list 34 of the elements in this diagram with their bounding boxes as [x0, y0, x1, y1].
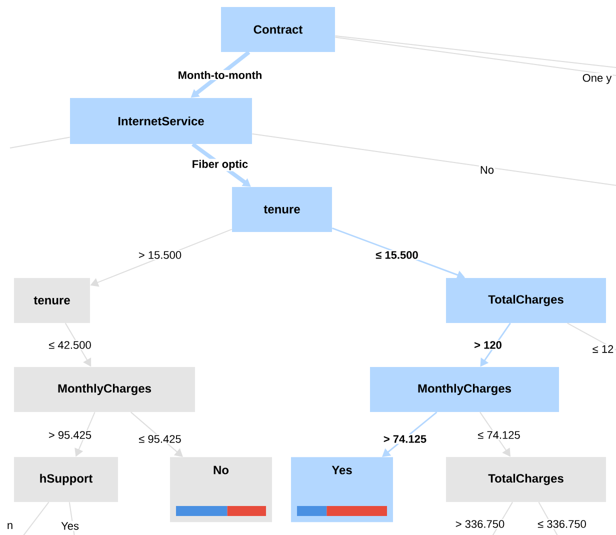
arrow [130, 412, 183, 457]
edge-label: > 120 [473, 340, 503, 350]
edge-label: ≤ 336.750 [536, 519, 588, 529]
connector-line [566, 322, 616, 352]
edge-label: No [478, 165, 496, 175]
edge-label: Month-to-month [176, 70, 264, 80]
split-box: TotalCharges [446, 456, 606, 502]
split-box: hSupport [14, 456, 118, 502]
split-box: MonthlyCharges [14, 366, 195, 412]
edge-label: > 336.750 [454, 519, 506, 529]
edge-label: ≤ 74.125 [476, 430, 522, 440]
edge-label: > 15.500 [137, 250, 183, 260]
connector-line [10, 136, 70, 148]
split-box: tenure [14, 278, 90, 323]
connector-line [68, 502, 76, 535]
split-box: TotalCharges [446, 278, 606, 323]
edge-label: Yes [60, 521, 80, 531]
edge-label: ≤ 15.500 [374, 250, 420, 260]
connector-line [334, 36, 616, 76]
arrow [382, 412, 438, 457]
edge-label: Fiber optic [190, 158, 250, 172]
edge-label: ≤ 95.425 [138, 434, 182, 444]
edge-label: One y [581, 73, 613, 85]
connector-line [252, 133, 616, 186]
connector-line [334, 35, 616, 68]
edge-label: n [6, 522, 14, 530]
split-box: MonthlyCharges [370, 366, 559, 412]
edge-label: > 95.425 [47, 430, 93, 440]
split-box: tenure [232, 187, 332, 232]
split-box: InternetService [70, 98, 252, 144]
split-box: Contract [221, 7, 335, 52]
edge-label: > 74.125 [382, 434, 428, 444]
edge-label: ≤ 42.500 [48, 340, 92, 350]
edge-label: ≤ 12 [591, 344, 615, 354]
